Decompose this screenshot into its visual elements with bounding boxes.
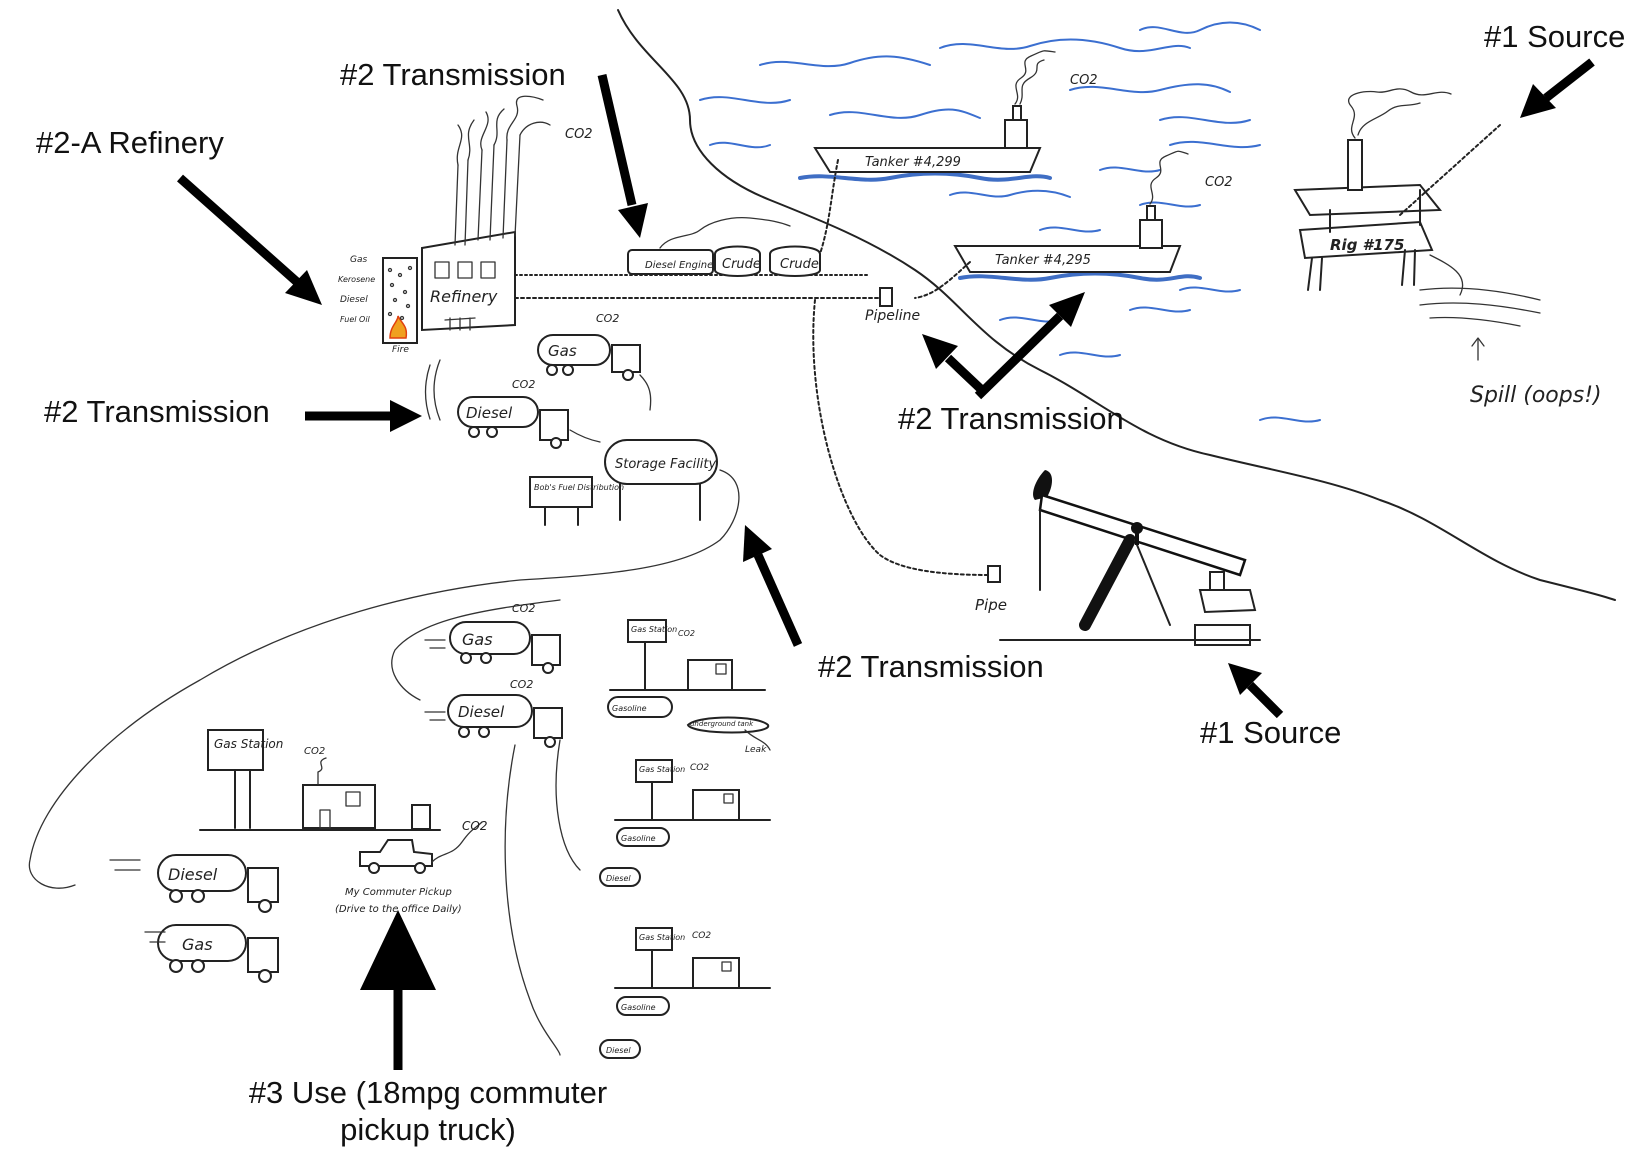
truck-gas-top-label: Gas — [548, 342, 577, 360]
pumpjack-oil-well — [999, 470, 1261, 646]
tower-fuel-oil-label: Fuel Oil — [340, 315, 371, 324]
train-engine-label: Diesel Engine — [645, 260, 713, 271]
gas-station-2-sign: Gas Station — [639, 765, 685, 774]
truck-diesel-top-co2: CO2 — [512, 378, 535, 391]
coastline — [617, 9, 1616, 601]
distribution-trucks: Gas CO2 Diesel CO2 — [424, 602, 563, 748]
truck-diesel-mid-label: Diesel — [458, 703, 505, 721]
callout-source-bottom: #1 Source — [1200, 715, 1342, 750]
gas-station-main-sign: Gas Station — [214, 737, 283, 751]
pipeline: Pipeline Pipe — [514, 287, 1007, 614]
bobs-fuel-label: Bob's Fuel Distribution — [534, 483, 624, 492]
tanker-1-co2-label: CO2 — [1070, 73, 1098, 88]
underground-tank-label: underground tank — [690, 720, 754, 728]
commuter-label-1: My Commuter Pickup — [345, 887, 452, 898]
callout-transmission-top: #2 Transmission — [340, 57, 566, 92]
refinery: CO2 Refinery Fire Gas Kerosene Diesel Fu… — [338, 95, 593, 355]
spill-label: Spill (oops!) — [1470, 383, 1602, 408]
pipe-label: Pipe — [975, 596, 1007, 614]
callout-refinery: #2-A Refinery — [36, 125, 224, 160]
truck-gas-mid-label: Gas — [462, 630, 493, 649]
tanker-2-label: Tanker #4,295 — [995, 253, 1091, 268]
gas-station-main: Gas Station CO2 CO2 My Commuter Pickup (… — [109, 729, 487, 983]
gas-station-1-sign: Gas Station — [631, 625, 677, 634]
leak-label: Leak — [745, 745, 767, 755]
truck-gas-mid-co2: CO2 — [512, 602, 535, 615]
train-crude-2-label: Crude — [780, 257, 819, 272]
callout-transmission-left: #2 Transmission — [44, 394, 270, 429]
tanker-2-co2-label: CO2 — [1205, 175, 1233, 190]
tanker-ship-1: CO2 Tanker #4,299 — [813, 50, 1098, 173]
truck-gas-top-co2: CO2 — [596, 312, 619, 325]
train-crude-1-label: Crude — [722, 257, 761, 272]
gas-station-3: Gas Station CO2 Gasoline Diesel — [599, 927, 771, 1059]
callout-use: #3 Use (18mpg commuter pickup truck) — [248, 1075, 608, 1148]
tower-kerosene-label: Kerosene — [338, 275, 375, 284]
gas-station-2: Gas Station CO2 Gasoline Diesel — [599, 759, 771, 887]
gas-station-2-diesel: Diesel — [606, 874, 631, 883]
callout-transmission-pipeline: #2 Transmission — [898, 401, 1124, 436]
refinery-co2-label: CO2 — [565, 127, 593, 142]
truck-diesel-top-label: Diesel — [466, 404, 513, 422]
ocean-waves — [699, 21, 1321, 423]
rail-train: Diesel Engine Crude Crude — [514, 216, 871, 277]
gas-station-3-sign: Gas Station — [639, 933, 685, 942]
gas-station-3-diesel: Diesel — [606, 1046, 631, 1055]
gas-station-2-gasoline: Gasoline — [621, 834, 656, 843]
main-truck-diesel-label: Diesel — [168, 865, 218, 884]
commuter-label-2: (Drive to the office Daily) — [335, 904, 462, 915]
tanker-1-label: Tanker #4,299 — [865, 155, 961, 170]
refinery-trucks: Gas CO2 Diesel CO2 — [424, 312, 641, 449]
tower-gas-label: Gas — [350, 255, 367, 265]
distribution-lines — [28, 469, 740, 1056]
storage-facility-label: Storage Facility — [615, 457, 717, 472]
tanker-ship-2: CO2 Tanker #4,295 — [953, 150, 1233, 273]
callout-source-top: #1 Source — [1484, 19, 1626, 54]
gas-station-main-co2: CO2 — [304, 746, 325, 757]
gas-station-3-gasoline: Gasoline — [621, 1003, 656, 1012]
truck-diesel-mid-co2: CO2 — [510, 678, 533, 691]
pipeline-label: Pipeline — [865, 308, 920, 324]
storage-facility: Storage Facility Bob's Fuel Distribution — [529, 374, 718, 526]
gas-station-3-co2: CO2 — [692, 931, 711, 941]
gas-station-1-co2: CO2 — [678, 629, 695, 638]
offshore-oil-rig: Rig #175 Spill (oops!) — [1293, 88, 1602, 408]
gas-station-1: Gas Station CO2 Gasoline underground tan… — [607, 619, 771, 755]
main-truck-gas-label: Gas — [182, 935, 213, 954]
refinery-label: Refinery — [430, 287, 498, 306]
tower-diesel-label: Diesel — [340, 295, 368, 305]
rig-label: Rig #175 — [1330, 236, 1404, 254]
callout-arrows — [177, 58, 1595, 1070]
gas-station-1-gasoline: Gasoline — [612, 704, 647, 713]
gas-station-2-co2: CO2 — [690, 763, 709, 773]
fire-label: Fire — [392, 345, 409, 355]
pickup-co2-label: CO2 — [462, 819, 487, 833]
callout-transmission-mid: #2 Transmission — [818, 649, 1044, 684]
